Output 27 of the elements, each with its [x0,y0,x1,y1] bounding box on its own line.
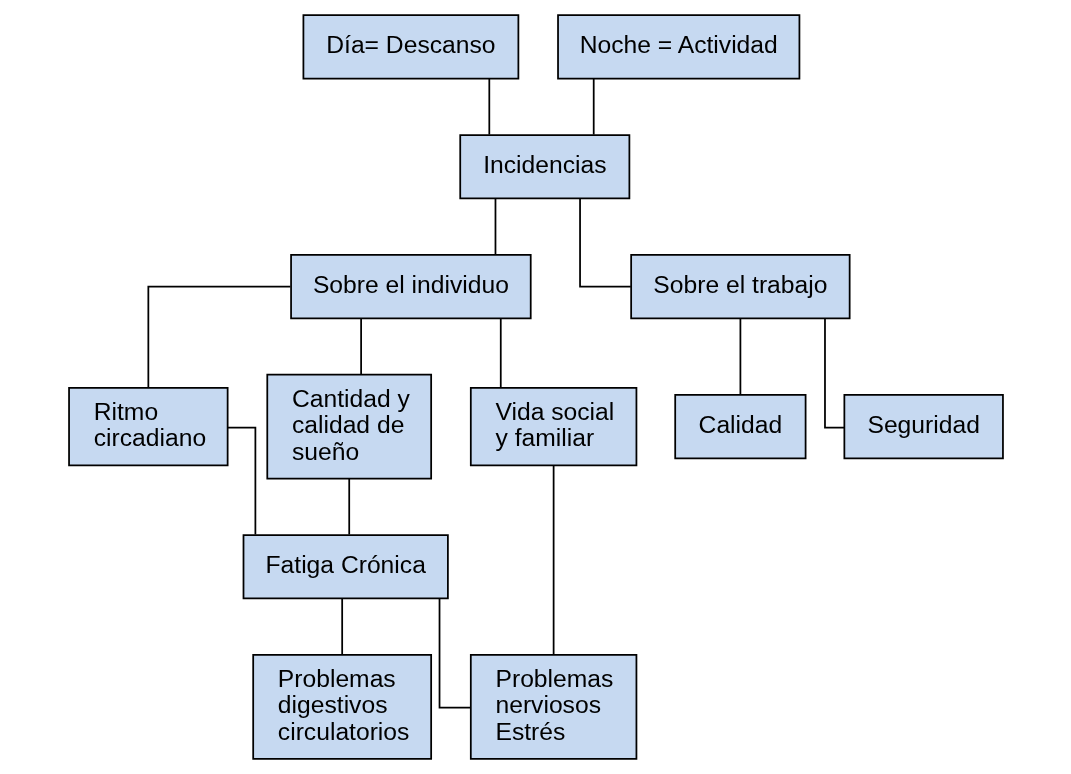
connector [340,597,343,656]
connector [359,317,362,376]
node-box: Problemas nerviosos Estrés [469,653,637,760]
connector [494,197,496,256]
node-box: Incidencias [458,134,630,200]
node-box: Día= Descanso [302,14,519,80]
connector [592,78,595,136]
connector [226,426,256,536]
node-box: Noche = Actividad [556,14,800,80]
node-box: Cantidad y calidad de sueño [265,373,432,480]
connector [739,317,741,396]
node-box: Problemas digestivos circulatorios [251,653,432,760]
connector [487,78,490,136]
node-box: Sobre el trabajo [629,253,851,320]
node-box: Ritmo circadiano [67,387,228,467]
connector [146,285,291,389]
connector [552,464,554,656]
connector [499,317,502,389]
node-box: Fatiga Crónica [242,534,449,600]
node-box: Sobre el individuo [289,253,532,320]
node-box: Vida social y familiar [469,387,637,467]
node-box: Calidad [673,394,806,460]
connector [578,197,632,288]
node-box: Seguridad [843,394,1004,460]
connector [438,597,472,709]
connector [347,477,350,536]
connector [823,317,845,429]
